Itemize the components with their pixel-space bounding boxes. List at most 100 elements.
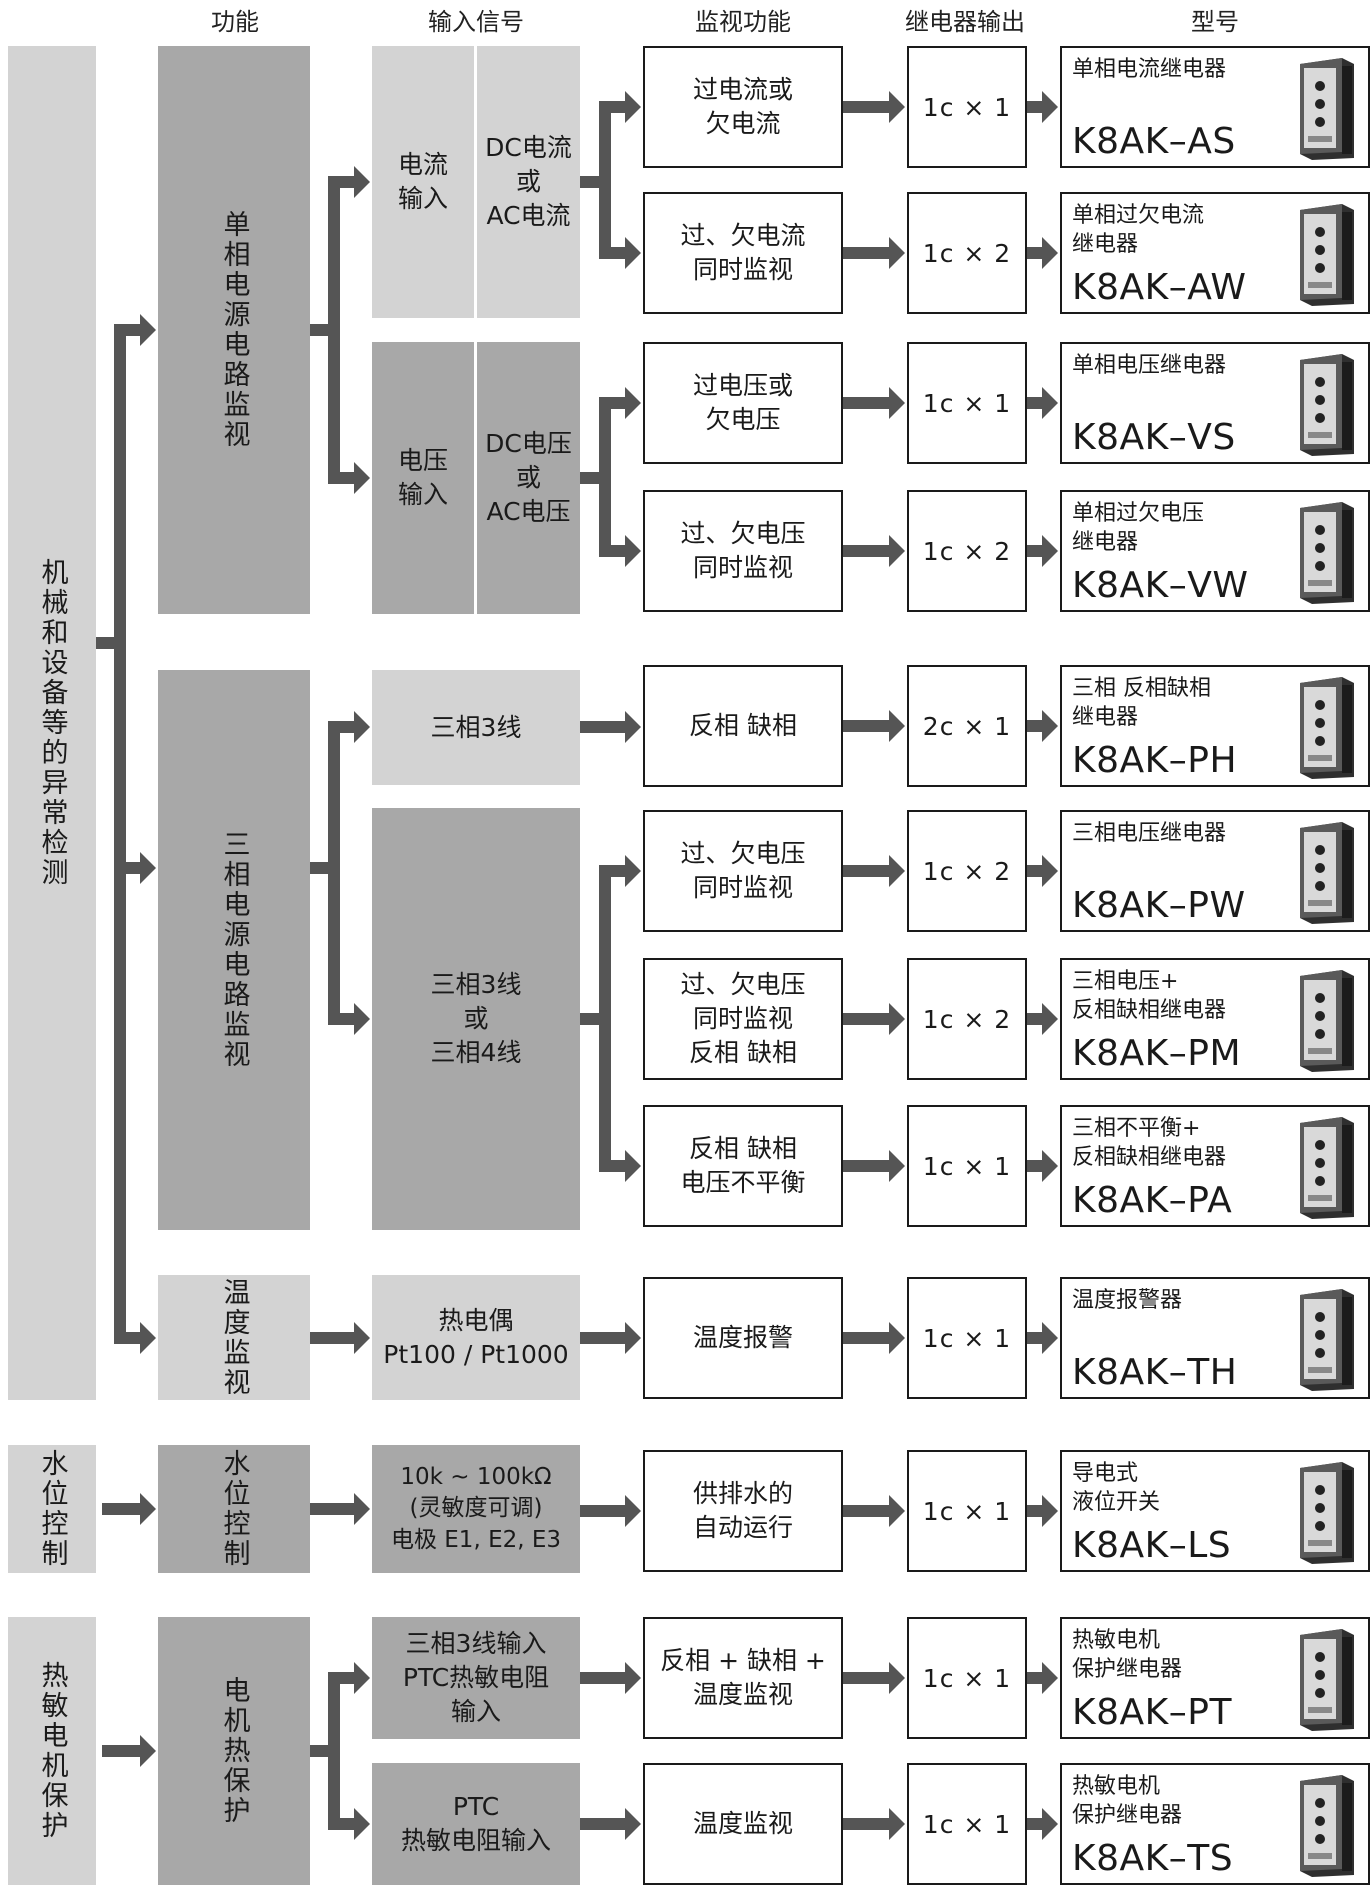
input-electrode: 10k ~ 100kΩ (灵敏度可调) 电极 E1, E2, E3: [372, 1445, 580, 1573]
input-voltage: 电压 输入: [372, 342, 474, 614]
arrow-right-icon: [625, 1150, 641, 1182]
arrow-right-icon: [1042, 1150, 1058, 1182]
category-thermistor: 热敏电机保护: [8, 1617, 96, 1885]
arrow-right-icon: [889, 535, 905, 567]
model-description: 三相 反相缺相 继电器: [1072, 676, 1211, 730]
input-three-or-four-label: 三相3线 或 三相4线: [430, 970, 522, 1067]
model-card: 三相电压+ 反相缺相继电器 K8AK–PM: [1060, 958, 1370, 1080]
function-water-level: 水位控制: [158, 1445, 310, 1573]
relay-output-label: 1c × 1: [922, 388, 1012, 418]
model-card: 热敏电机 保护继电器 K8AK–TS: [1060, 1763, 1370, 1885]
model-description: 单相过欠电压 继电器: [1072, 501, 1205, 555]
relay-output-box: 1c × 1: [907, 1277, 1027, 1399]
relay-output-box: 1c × 1: [907, 1763, 1027, 1885]
monitor-label: 温度报警: [692, 1323, 793, 1353]
monitor-label: 反相 缺相 电压不平衡: [680, 1134, 806, 1197]
relay-product-photo-icon: [1296, 820, 1358, 926]
monitor-label: 过、欠电流 同时监视: [680, 221, 806, 284]
relay-output-label: 1c × 2: [922, 1004, 1012, 1034]
relay-output-box: 1c × 2: [907, 490, 1027, 612]
model-description: 热敏电机 保护继电器: [1072, 1774, 1183, 1828]
arrow-right-icon: [1042, 1662, 1058, 1694]
arrow-right-icon: [1042, 1808, 1058, 1840]
function-three-phase: 三相电源电路监视: [158, 670, 310, 1230]
function-temperature-label: 温度监视: [218, 1277, 250, 1398]
relay-product-photo-icon: [1296, 500, 1358, 606]
model-description: 温度报警器: [1072, 1288, 1183, 1313]
model-card: 单相过欠电压 继电器 K8AK–VW: [1060, 490, 1370, 612]
model-code: K8AK–PW: [1072, 885, 1246, 926]
arrow-right-icon: [889, 1808, 905, 1840]
monitor-label: 过电压或 欠电压: [692, 371, 793, 434]
model-code: K8AK–VW: [1072, 565, 1249, 606]
model-description: 单相电压继电器: [1072, 353, 1227, 378]
relay-output-box: 1c × 1: [907, 342, 1027, 464]
function-motor-thermal: 电机热保护: [158, 1617, 310, 1885]
relay-output-label: 1c × 2: [922, 536, 1012, 566]
model-card: 导电式 液位开关 K8AK–LS: [1060, 1450, 1370, 1572]
input-ptc: PTC 热敏电阻输入: [372, 1763, 580, 1885]
monitor-box: 供排水的 自动运行: [643, 1450, 843, 1572]
input-current-type-label: DC电流 或 AC电流: [485, 133, 572, 230]
relay-product-photo-icon: [1296, 1460, 1358, 1566]
arrow-right-icon: [1042, 237, 1058, 269]
monitor-label: 反相 缺相: [689, 711, 797, 741]
model-card: 三相不平衡+ 反相缺相继电器 K8AK–PA: [1060, 1105, 1370, 1227]
relay-product-photo-icon: [1296, 1627, 1358, 1733]
model-card: 三相电压继电器 K8AK–PW: [1060, 810, 1370, 932]
model-code: K8AK–TS: [1072, 1838, 1234, 1879]
function-temperature: 温度监视: [158, 1275, 310, 1400]
header-relay-output: 继电器输出: [905, 8, 1025, 36]
relay-output-label: 1c × 1: [922, 1151, 1012, 1181]
model-code: K8AK–LS: [1072, 1525, 1232, 1566]
input-voltage-type-label: DC电压 或 AC电压: [485, 429, 572, 526]
relay-product-photo-icon: [1296, 1773, 1358, 1879]
arrow-right-icon: [889, 1003, 905, 1035]
arrow-right-icon: [354, 462, 370, 494]
arrow-right-icon: [889, 855, 905, 887]
relay-output-label: 2c × 1: [922, 711, 1012, 741]
arrow-right-icon: [625, 1322, 641, 1354]
input-three-phase-3-wire: 三相3线: [372, 670, 580, 785]
model-card: 单相电流继电器 K8AK–AS: [1060, 46, 1370, 168]
category-anomaly-label: 机械和设备等的异常检测: [36, 558, 68, 888]
category-water-label: 水位控制: [36, 1449, 68, 1569]
function-single-phase: 单相电源电路监视: [158, 46, 310, 614]
relay-product-photo-icon: [1296, 968, 1358, 1074]
relay-product-photo-icon: [1296, 56, 1358, 162]
relay-product-photo-icon: [1296, 1287, 1358, 1393]
arrow-right-icon: [354, 1493, 370, 1525]
arrow-right-icon: [354, 166, 370, 198]
model-code: K8AK–AW: [1072, 267, 1247, 308]
relay-product-photo-icon: [1296, 202, 1358, 308]
monitor-box: 过、欠电流 同时监视: [643, 192, 843, 314]
relay-output-box: 1c × 1: [907, 1450, 1027, 1572]
arrow-right-icon: [354, 1003, 370, 1035]
category-anomaly-detection: 机械和设备等的异常检测: [8, 46, 96, 1400]
relay-output-box: 1c × 2: [907, 192, 1027, 314]
arrow-right-icon: [1042, 1003, 1058, 1035]
arrow-right-icon: [889, 1150, 905, 1182]
monitor-box: 过、欠电压 同时监视: [643, 810, 843, 932]
header-model: 型号: [1191, 8, 1239, 36]
monitor-box: 反相 + 缺相 + 温度监视: [643, 1617, 843, 1739]
relay-product-photo-icon: [1296, 675, 1358, 781]
relay-output-box: 2c × 1: [907, 665, 1027, 787]
relay-product-photo-icon: [1296, 352, 1358, 458]
arrow-right-icon: [889, 1322, 905, 1354]
input-thermocouple-label: 热电偶 Pt100 / Pt1000: [383, 1305, 569, 1369]
input-voltage-type: DC电压 或 AC电压: [477, 342, 580, 614]
arrow-right-icon: [354, 711, 370, 743]
model-card: 热敏电机 保护继电器 K8AK–PT: [1060, 1617, 1370, 1739]
arrow-right-icon: [140, 314, 156, 346]
input-current-type: DC电流 或 AC电流: [477, 46, 580, 318]
model-card: 三相 反相缺相 继电器 K8AK–PH: [1060, 665, 1370, 787]
arrow-right-icon: [140, 1322, 156, 1354]
header-monitor-function: 监视功能: [695, 8, 791, 36]
arrow-right-icon: [625, 91, 641, 123]
model-description: 三相电压继电器: [1072, 821, 1227, 846]
arrow-right-icon: [625, 237, 641, 269]
arrow-right-icon: [1042, 387, 1058, 419]
model-description: 热敏电机 保护继电器: [1072, 1628, 1183, 1682]
